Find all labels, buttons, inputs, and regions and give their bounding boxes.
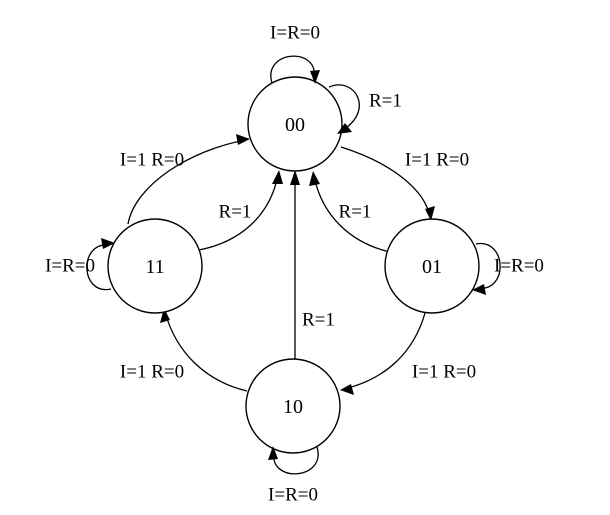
arrowhead-self-loop-11-left bbox=[101, 238, 115, 249]
edge-path-11-to-00-inner bbox=[198, 174, 279, 251]
self-loop-path-00-top bbox=[270, 55, 315, 84]
transition-10-to-00-vertical: R=1 bbox=[290, 170, 335, 360]
state-circle-10[interactable] bbox=[245, 358, 341, 454]
edge-label-01-to-10-outer: I=1 R=0 bbox=[412, 362, 476, 383]
arrowhead-00-to-01-outer bbox=[425, 206, 435, 221]
arrowhead-self-loop-00-top bbox=[310, 70, 320, 84]
self-loop-path-11-left bbox=[86, 244, 112, 291]
state-node-11[interactable]: 11 bbox=[107, 218, 203, 314]
arrowhead-11-to-00-inner bbox=[272, 170, 283, 184]
arrowhead-10-to-11-outer bbox=[160, 308, 170, 323]
self-loop-00-right: R=1 bbox=[328, 84, 402, 134]
edge-label-11-to-00-outer: I=1 R=0 bbox=[120, 150, 184, 171]
edge-label-10-to-11-outer: I=1 R=0 bbox=[120, 362, 184, 383]
arrowhead-self-loop-00-right bbox=[337, 123, 352, 134]
arrowhead-01-to-00-inner bbox=[309, 171, 320, 186]
state-label-10: 10 bbox=[283, 396, 303, 418]
transition-01-to-10-outer: I=1 R=0 bbox=[340, 312, 476, 395]
arrowhead-self-loop-10-bottom bbox=[268, 446, 278, 460]
edge-label-10-to-00-vertical: R=1 bbox=[302, 310, 335, 331]
self-loop-label-11-left: I=R=0 bbox=[45, 256, 95, 277]
state-circle-01[interactable] bbox=[384, 218, 480, 314]
edge-label-00-to-01-outer: I=1 R=0 bbox=[405, 150, 469, 171]
arrowhead-11-to-00-outer bbox=[236, 134, 250, 145]
self-loop-path-00-right bbox=[328, 84, 360, 132]
edge-label-11-to-00-inner: R=1 bbox=[219, 202, 252, 223]
arrowhead-10-to-00-vertical bbox=[290, 170, 300, 185]
self-loop-label-01-right: I=R=0 bbox=[494, 256, 544, 277]
state-label-00: 00 bbox=[285, 114, 305, 136]
transition-01-to-00-inner: R=1 bbox=[309, 171, 391, 253]
state-node-00[interactable]: 00 bbox=[247, 76, 343, 172]
self-loop-label-00-top: I=R=0 bbox=[270, 23, 320, 44]
self-loop-path-01-right bbox=[475, 243, 501, 289]
state-node-10[interactable]: 10 bbox=[245, 358, 341, 454]
self-loop-label-00-right: R=1 bbox=[369, 91, 402, 112]
transition-11-to-00-outer: I=1 R=0 bbox=[120, 134, 250, 225]
state-label-01: 01 bbox=[422, 256, 442, 278]
self-loop-00-top: I=R=0 bbox=[270, 23, 320, 84]
edge-path-11-to-00-outer bbox=[127, 139, 247, 225]
transition-10-to-11-outer: I=1 R=0 bbox=[120, 308, 248, 392]
arrowhead-01-to-10-outer bbox=[340, 384, 354, 395]
edge-path-00-to-01-outer bbox=[340, 146, 431, 218]
self-loop-label-10-bottom: I=R=0 bbox=[268, 485, 318, 506]
self-loop-11-left: I=R=0 bbox=[45, 238, 115, 291]
self-loop-10-bottom: I=R=0 bbox=[268, 446, 319, 506]
self-loop-path-10-bottom bbox=[273, 446, 319, 475]
state-node-01[interactable]: 01 bbox=[384, 218, 480, 314]
edge-label-01-to-00-inner: R=1 bbox=[339, 202, 372, 223]
arrowhead-self-loop-01-right bbox=[472, 284, 486, 295]
state-circle-00[interactable] bbox=[247, 76, 343, 172]
self-loop-01-right: I=R=0 bbox=[472, 243, 544, 295]
state-circle-11[interactable] bbox=[107, 218, 203, 314]
edge-path-01-to-00-inner bbox=[313, 175, 391, 253]
state-label-11: 11 bbox=[145, 256, 164, 278]
edge-path-10-to-11-outer bbox=[164, 311, 248, 392]
transition-11-to-00-inner: R=1 bbox=[198, 170, 283, 251]
edge-path-01-to-10-outer bbox=[343, 312, 426, 390]
transition-00-to-01-outer: I=1 R=0 bbox=[340, 146, 469, 221]
